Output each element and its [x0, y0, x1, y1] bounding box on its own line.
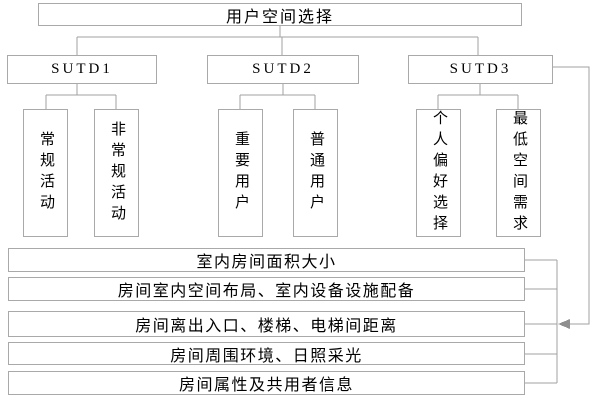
sutd1-to-leaves-connector	[45, 84, 117, 109]
leaf-node-personal-preference: 个人偏好选择	[416, 109, 461, 237]
criteria-row-room-area-size: 室内房间面积大小	[8, 248, 525, 272]
criteria-row-distance-to-exits-stairs-elevators: 房间离出入口、楼梯、电梯间距离	[8, 311, 525, 337]
leaf-node-minimum-space-demand: 最低空间需求	[496, 109, 541, 237]
criteria-row-layout-and-facilities: 房间室内空间布局、室内设备设施配备	[8, 277, 525, 301]
root-node-user-space-selection: 用户空间选择	[38, 3, 522, 26]
leaf-node-important-users: 重要用户	[218, 109, 263, 237]
branch-node-sutd3: SUTD3	[408, 55, 553, 84]
criteria-row-attributes-and-cousers: 房间属性及共用者信息	[8, 371, 525, 395]
feedback-line	[553, 66, 590, 329]
leaf-node-regular-activities: 常规活动	[23, 109, 68, 237]
leaf-label: 重要用户	[233, 131, 249, 215]
sutd2-to-leaves-connector	[239, 84, 316, 109]
leaf-label: 非常规活动	[109, 120, 125, 226]
leaf-label: 普通用户	[308, 131, 324, 215]
leaf-node-non-regular-activities: 非常规活动	[94, 109, 139, 237]
leaf-label: 最低空间需求	[511, 110, 527, 236]
criteria-rows-bus-connector	[525, 259, 558, 384]
root-to-branches-connector	[76, 26, 479, 55]
leaf-node-ordinary-users: 普通用户	[293, 109, 338, 237]
criteria-row-surroundings-and-daylight: 房间周围环境、日照采光	[8, 342, 525, 365]
sutd3-to-leaves-connector	[437, 84, 519, 109]
branch-node-sutd1: SUTD1	[7, 55, 157, 84]
left-arrowhead-icon	[558, 319, 570, 329]
branch-node-sutd2: SUTD2	[207, 55, 359, 84]
leaf-label: 常规活动	[38, 131, 54, 215]
leaf-label: 个人偏好选择	[431, 110, 447, 236]
